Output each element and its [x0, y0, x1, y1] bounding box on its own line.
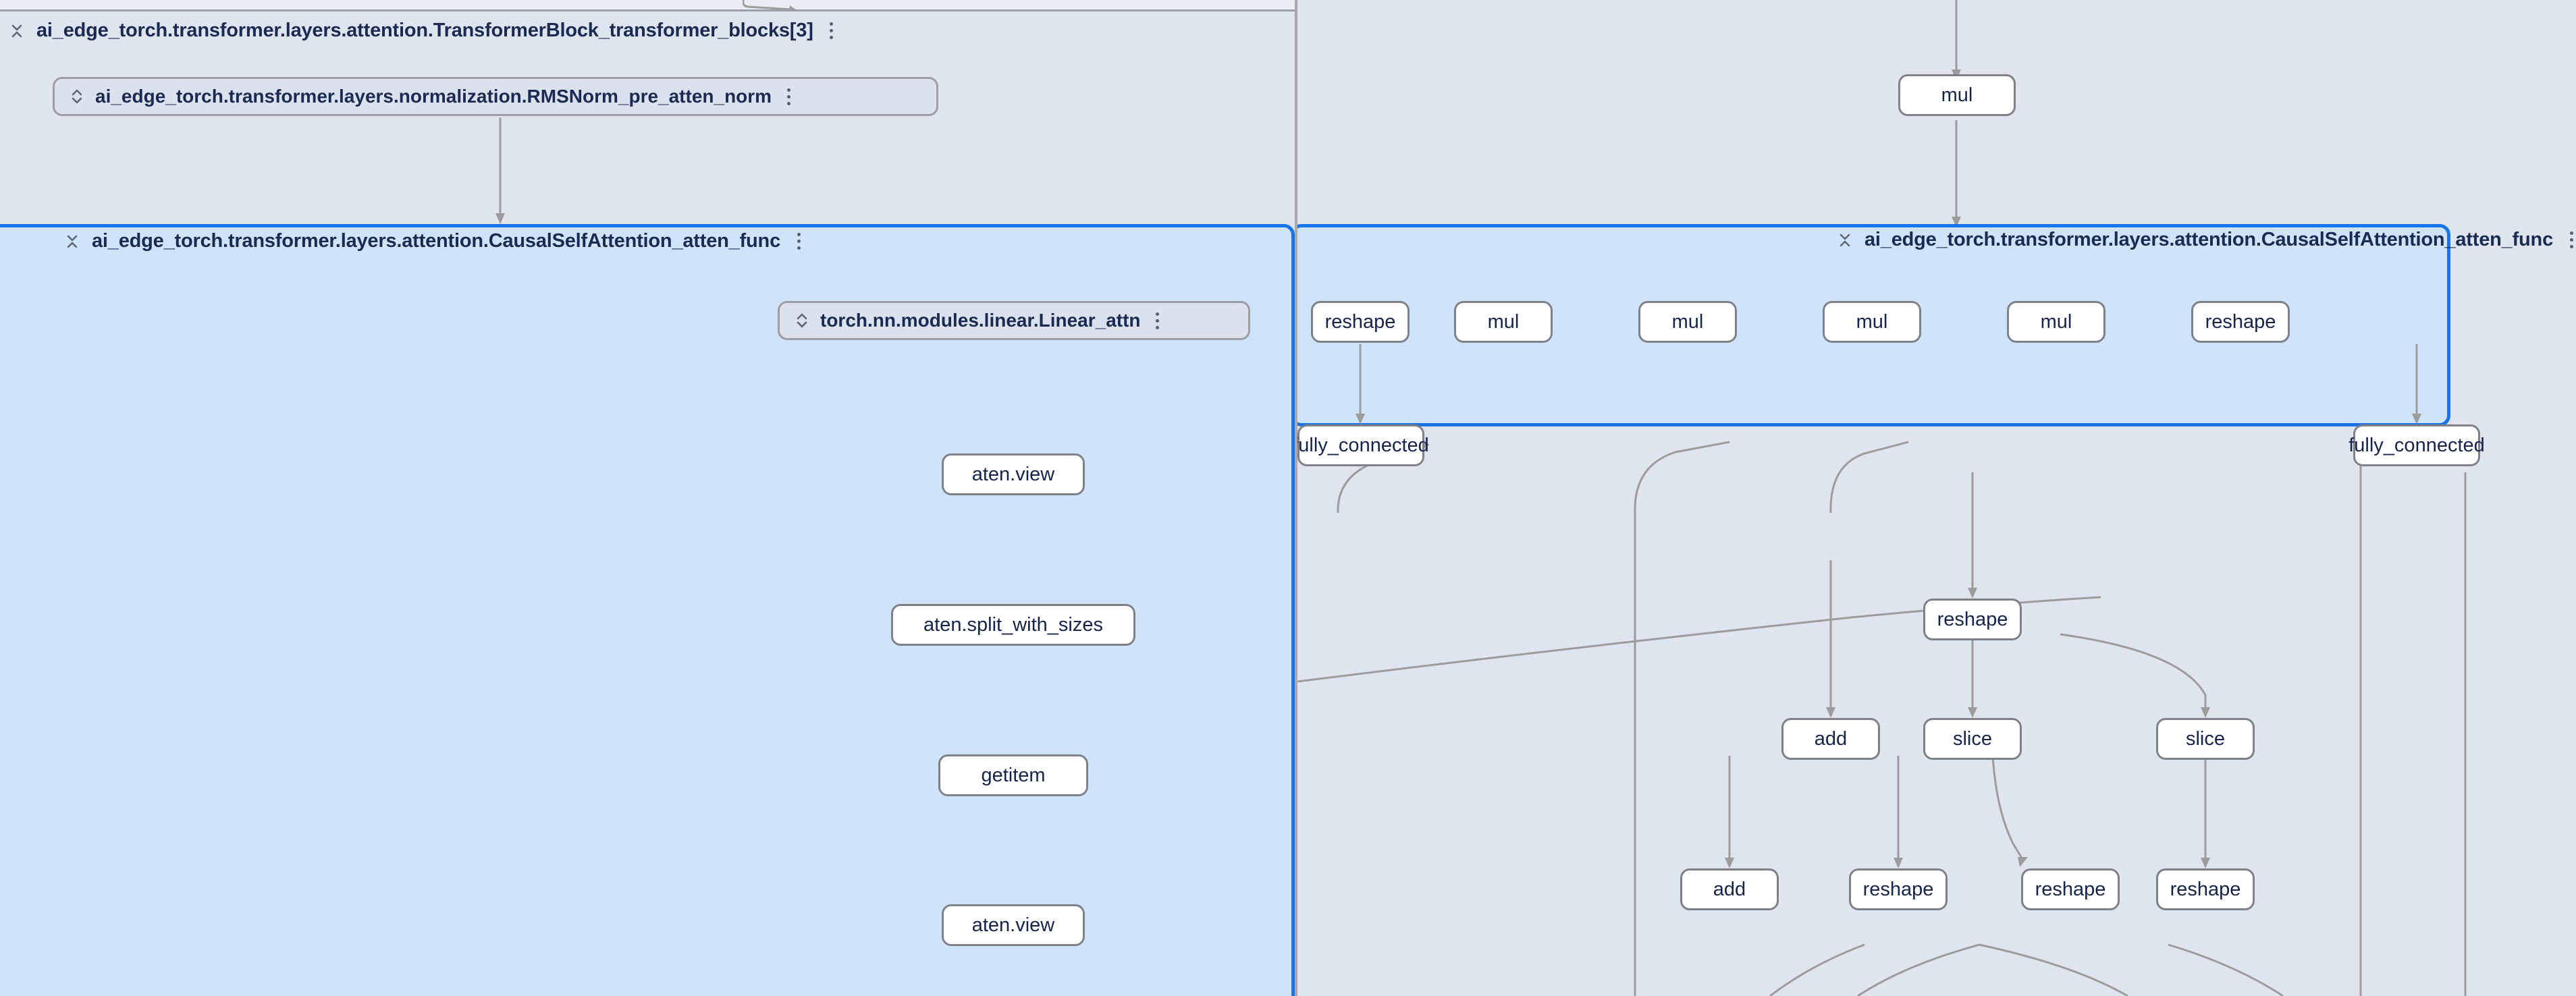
node-label: reshape	[2035, 878, 2106, 900]
node-reshape-g1[interactable]: reshape	[1311, 301, 1410, 343]
group-transformer-block-title: ai_edge_torch.transformer.layers.attenti…	[36, 19, 813, 41]
node-label: reshape	[2205, 310, 2276, 333]
more-vertical-icon[interactable]	[2565, 228, 2576, 251]
node-label: add	[1713, 878, 1746, 900]
node-label: fully_connected	[1297, 434, 1429, 456]
collapse-chevrons-icon[interactable]	[1837, 228, 1852, 251]
module-pill-rmsnorm[interactable]: ai_edge_torch.transformer.layers.normali…	[53, 77, 938, 116]
node-fully-connected-2[interactable]: fully_connected	[2349, 424, 2485, 466]
left-graph-pane[interactable]: ai_edge_torch.transformer.layers.attenti…	[0, 0, 1295, 996]
pane-top-strip	[0, 0, 1295, 9]
more-vertical-icon[interactable]	[826, 19, 838, 42]
node-label: slice	[1952, 727, 1992, 750]
module-pill-rmsnorm-title: ai_edge_torch.transformer.layers.normali…	[95, 86, 772, 107]
node-label: mul	[2040, 310, 2072, 333]
node-label: aten.split_with_sizes	[923, 613, 1103, 636]
group-causal-self-attention-right-header[interactable]: ai_edge_torch.transformer.layers.attenti…	[1837, 228, 2576, 251]
node-slice-b2[interactable]: slice	[2156, 718, 2255, 760]
collapse-chevrons-icon[interactable]	[65, 229, 80, 252]
node-aten-split-with-sizes[interactable]: aten.split_with_sizes	[891, 604, 1135, 646]
node-reshape-b1[interactable]: reshape	[1923, 599, 2022, 640]
node-label: mul	[1856, 310, 1888, 333]
node-mul-g2[interactable]: mul	[1638, 301, 1737, 343]
node-reshape-b4[interactable]: reshape	[2156, 868, 2255, 910]
more-vertical-icon[interactable]	[782, 85, 795, 108]
right-graph-pane[interactable]: mul ai_edge_torch.transformer.layers.att…	[1297, 0, 2576, 996]
node-mul-g1[interactable]: mul	[1454, 301, 1553, 343]
node-slice-b1[interactable]: slice	[1923, 718, 2022, 760]
node-label: add	[1814, 727, 1848, 750]
node-getitem[interactable]: getitem	[938, 754, 1088, 796]
node-mul-g3[interactable]: mul	[1823, 301, 1921, 343]
group-causal-self-attention-left-title: ai_edge_torch.transformer.layers.attenti…	[92, 229, 780, 252]
node-label: slice	[2185, 727, 2225, 750]
node-label: reshape	[1324, 310, 1396, 333]
expand-chevrons-icon[interactable]	[795, 309, 809, 332]
node-aten-view-1[interactable]: aten.view	[942, 453, 1085, 495]
node-label: aten.view	[971, 463, 1055, 485]
right-pane-edges-under	[1297, 0, 2467, 996]
more-vertical-icon[interactable]	[793, 229, 805, 252]
node-reshape-g2[interactable]: reshape	[2191, 301, 2290, 343]
pane-divider-handle[interactable]	[1295, 0, 1297, 996]
node-label: getitem	[981, 764, 1046, 786]
node-mul-g4[interactable]: mul	[2007, 301, 2105, 343]
expand-chevrons-icon[interactable]	[70, 85, 84, 108]
node-label: reshape	[2170, 878, 2241, 900]
module-pill-linear-attn[interactable]: torch.nn.modules.linear.Linear_attn	[778, 301, 1250, 340]
node-aten-view-2[interactable]: aten.view	[942, 904, 1085, 946]
node-label: mul	[1671, 310, 1704, 333]
more-vertical-icon[interactable]	[1152, 309, 1164, 332]
module-pill-linear-attn-title: torch.nn.modules.linear.Linear_attn	[820, 310, 1141, 331]
node-label: fully_connected	[2349, 434, 2485, 456]
node-mul-top[interactable]: mul	[1898, 74, 2016, 116]
node-label: mul	[1487, 310, 1520, 333]
node-add-b1[interactable]: add	[1781, 718, 1880, 760]
pane-top-rule	[0, 9, 1295, 11]
group-transformer-block-header[interactable]: ai_edge_torch.transformer.layers.attenti…	[9, 19, 838, 42]
group-causal-self-attention-left-header[interactable]: ai_edge_torch.transformer.layers.attenti…	[65, 229, 805, 252]
node-add-b2[interactable]: add	[1680, 868, 1779, 910]
node-reshape-b3[interactable]: reshape	[2021, 868, 2120, 910]
group-causal-self-attention-right-title: ai_edge_torch.transformer.layers.attenti…	[1864, 228, 2553, 250]
right-pane-group-edges	[1356, 344, 2421, 424]
collapse-chevrons-icon[interactable]	[9, 19, 24, 42]
node-label: aten.view	[971, 914, 1055, 936]
node-label: mul	[1941, 84, 1973, 106]
node-reshape-b2[interactable]: reshape	[1849, 868, 1948, 910]
group-transformer-block[interactable]	[0, 11, 1295, 226]
node-label: reshape	[1937, 608, 2008, 630]
incoming-edge-notch	[743, 0, 803, 11]
node-fully-connected-1[interactable]: fully_connected	[1297, 424, 1429, 466]
node-label: reshape	[1862, 878, 1934, 900]
